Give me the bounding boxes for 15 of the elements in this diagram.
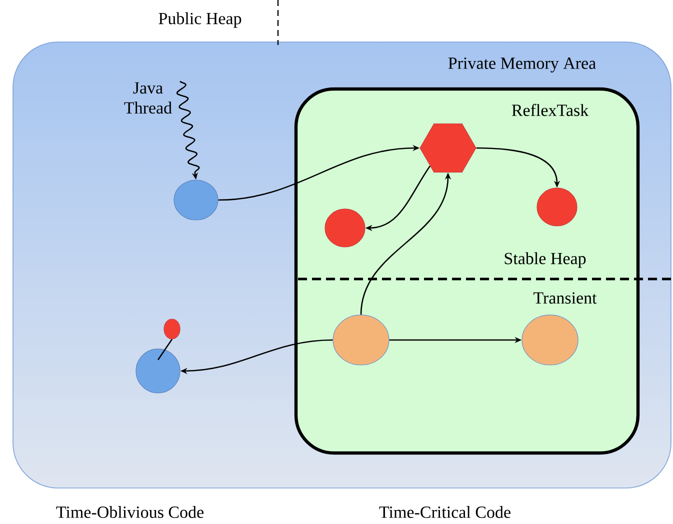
thread-label: Java Thread	[124, 82, 172, 114]
caption-label: Time-Oblivious Code	[56, 506, 204, 518]
caption-label: Time-Critical Code	[379, 506, 510, 518]
object-circle	[324, 208, 366, 248]
region-label: Transient	[534, 292, 597, 304]
object-circle	[174, 180, 218, 220]
region-label: Stable Heap	[504, 252, 586, 268]
object-hexagon	[420, 123, 476, 173]
object-circle	[536, 188, 578, 226]
object-circle	[332, 314, 390, 366]
object-circle	[136, 348, 180, 394]
heading-label: Public Heap	[158, 12, 242, 28]
pin-line	[157, 338, 173, 360]
object-circle	[522, 314, 578, 366]
pin-head	[164, 318, 180, 340]
